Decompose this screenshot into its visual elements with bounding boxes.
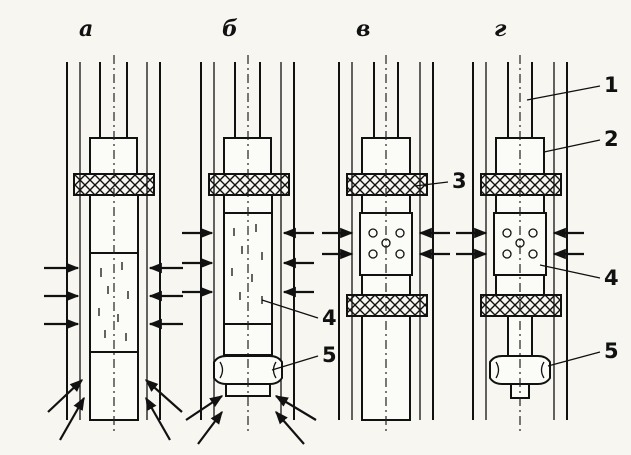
callout-leaders bbox=[261, 85, 601, 371]
callout-4-g: 4 bbox=[604, 266, 619, 290]
callout-5-g: 5 bbox=[604, 339, 619, 363]
callout-4-b: 4 bbox=[322, 306, 337, 330]
callout-3: 3 bbox=[452, 169, 467, 193]
panel-label-g: г bbox=[494, 16, 507, 42]
panel-label-a: а bbox=[79, 16, 93, 42]
panel-label-b: б bbox=[222, 16, 238, 42]
panel-a bbox=[44, 55, 183, 441]
callout-5-b: 5 bbox=[322, 343, 337, 367]
panel-b bbox=[182, 55, 317, 445]
callout-1: 1 bbox=[604, 73, 619, 97]
panel-v bbox=[322, 55, 450, 432]
panel-label-v: в bbox=[356, 16, 370, 42]
panel-g bbox=[456, 55, 584, 432]
callout-2: 2 bbox=[604, 127, 619, 151]
